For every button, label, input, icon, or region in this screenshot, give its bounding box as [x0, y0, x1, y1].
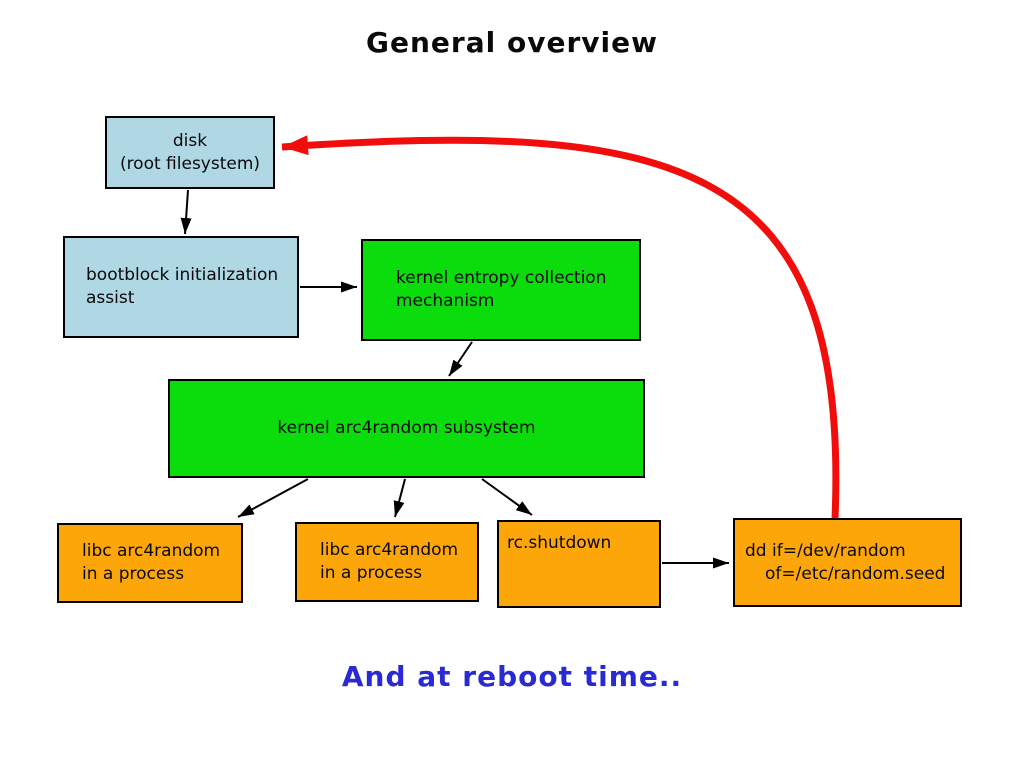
node-dd-line1: dd if=/dev/random	[745, 540, 906, 561]
node-disk: disk (root filesystem)	[105, 116, 275, 189]
slide-title: General overview	[366, 26, 658, 59]
node-arc4random: kernel arc4random subsystem	[168, 379, 645, 478]
arrow-disk-to-bootblock	[180, 189, 192, 235]
node-disk-line2: (root filesystem)	[119, 153, 261, 174]
node-libc-b-line2: in a process	[320, 563, 423, 583]
arrow-arc4random-to-libc-a	[237, 478, 309, 518]
node-entropy-line2: mechanism	[396, 291, 495, 311]
reboot-time-caption: And at reboot time..	[341, 660, 683, 693]
node-libc-b-line1: libc arc4random	[320, 540, 459, 560]
arrow-reboot-feedback	[281, 135, 840, 520]
node-dd: dd if=/dev/random of=/etc/random.seed	[733, 518, 962, 607]
node-entropy: kernel entropy collection mechanism	[361, 239, 641, 341]
node-arc4random-line1: kernel arc4random subsystem	[277, 418, 536, 438]
node-libc-b: libc arc4random in a process	[295, 522, 479, 602]
node-bootblock-line1: bootblock initialization	[86, 265, 279, 285]
arrow-arc4random-to-rcshutdown	[481, 478, 533, 516]
node-entropy-line1: kernel entropy collection	[396, 268, 607, 288]
node-rc-shutdown-line1: rc.shutdown	[507, 533, 612, 553]
node-libc-a-line1: libc arc4random	[82, 541, 221, 561]
node-libc-a-line2: in a process	[82, 564, 185, 584]
node-libc-a: libc arc4random in a process	[57, 523, 243, 603]
node-bootblock-line2: assist	[86, 288, 135, 308]
node-dd-line2: of=/etc/random.seed	[765, 563, 946, 584]
node-bootblock: bootblock initialization assist	[63, 236, 299, 338]
node-rc-shutdown: rc.shutdown	[497, 520, 661, 608]
arrow-entropy-to-arc4random	[448, 341, 473, 377]
arrow-arc4random-to-libc-b	[393, 478, 406, 518]
node-disk-line1: disk	[172, 130, 208, 151]
